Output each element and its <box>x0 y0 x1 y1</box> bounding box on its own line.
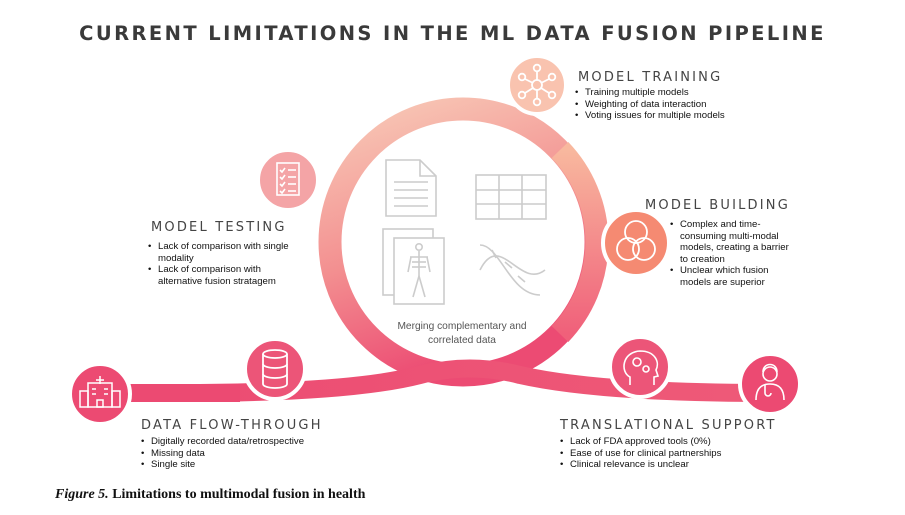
list-item: Lack of FDA approved tools (0%) <box>560 436 790 448</box>
hospital-node <box>68 362 132 426</box>
document-icon <box>385 159 437 217</box>
model-training-node <box>506 54 568 116</box>
list-item: Voting issues for multiple models <box>575 110 775 122</box>
doctor-node <box>738 352 802 416</box>
list-item: Clinical relevance is unclear <box>560 459 790 471</box>
translational-list: Lack of FDA approved tools (0%) Ease of … <box>560 436 790 471</box>
checklist-icon <box>276 162 300 196</box>
venn-circles-icon <box>616 220 656 261</box>
data-flow-list: Digitally recorded data/retrospective Mi… <box>141 436 361 471</box>
data-flow-bar-base <box>110 384 240 402</box>
list-item: Lack of comparison with single modality <box>148 241 298 264</box>
center-caption: Merging complementary and correlated dat… <box>397 321 527 346</box>
translational-title: TRANSLATIONAL SUPPORT <box>560 418 777 433</box>
hospital-icon <box>79 376 121 408</box>
model-building-title: MODEL BUILDING <box>645 198 791 213</box>
model-testing-node <box>256 148 320 212</box>
model-testing-title: MODEL TESTING <box>151 220 287 235</box>
figure-caption: Figure 5. Limitations to multimodal fusi… <box>55 487 365 503</box>
list-item: Weighting of data interaction <box>575 99 775 111</box>
diagram-title: CURRENT LIMITATIONS IN THE ML DATA FUSIO… <box>79 22 826 45</box>
model-testing-list: Lack of comparison with single modality … <box>148 241 298 287</box>
list-item: Single site <box>141 459 361 471</box>
head-gears-icon <box>623 350 660 385</box>
pipeline-ring-right-arc <box>551 142 609 342</box>
model-building-node <box>601 208 671 278</box>
list-item: Training multiple models <box>575 87 775 99</box>
figure-caption-text: Limitations to multimodal fusion in heal… <box>112 487 366 502</box>
model-training-list: Training multiple models Weighting of da… <box>575 87 775 122</box>
list-item: Missing data <box>141 448 361 460</box>
translational-node <box>608 335 672 399</box>
skeleton-xray-icon <box>382 228 445 305</box>
list-item: Ease of use for clinical partnerships <box>560 448 790 460</box>
list-item: Digitally recorded data/retrospective <box>141 436 361 448</box>
database-icon <box>262 349 288 389</box>
list-item: Lack of comparison with alternative fusi… <box>148 264 298 287</box>
dna-icon <box>479 244 546 296</box>
doctor-icon <box>755 363 785 401</box>
list-item: Unclear which fusion models are superior <box>670 265 798 288</box>
model-training-title: MODEL TRAINING <box>578 70 723 85</box>
model-building-list: Complex and time-consuming multi-modal m… <box>670 219 798 288</box>
data-flow-title: DATA FLOW-THROUGH <box>141 418 323 433</box>
figure-caption-label: Figure 5. <box>55 487 109 502</box>
table-icon <box>475 174 547 220</box>
network-nodes-icon <box>517 63 557 107</box>
data-flow-node <box>243 337 307 401</box>
list-item: Complex and time-consuming multi-modal m… <box>670 219 798 265</box>
